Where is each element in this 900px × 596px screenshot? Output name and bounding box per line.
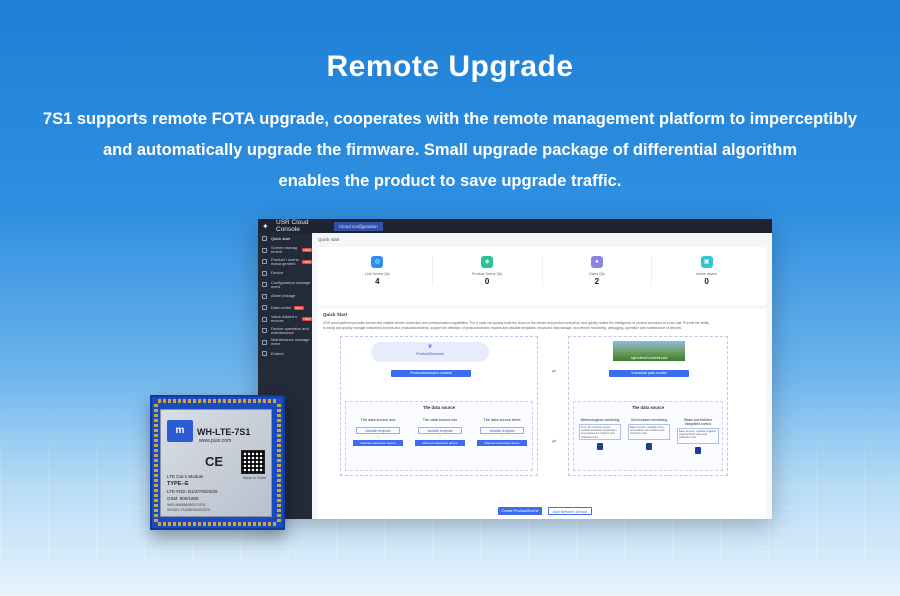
data-source-box: The data source The data source one Vari…: [345, 401, 533, 471]
module-spec: GSM: 900/1800: [167, 496, 199, 501]
data-source-one: The data source one Variable template ↓ …: [350, 418, 406, 466]
data-icon: [262, 305, 267, 311]
arrow-down-icon: ↓: [500, 434, 504, 440]
operation-icon: [262, 328, 267, 334]
hero-description: 7S1 supports remote FOTA upgrade, cooper…: [40, 104, 860, 197]
user-icon: ●: [590, 256, 603, 268]
sidebar-item-alarm-linkage[interactable]: Alarm linkage: [258, 291, 312, 303]
stat-users: ● Users Qty 2: [543, 256, 653, 286]
stats-panel: ◎ Link Device Qty 4 ◈ Product Scene Qty …: [318, 247, 766, 305]
product-flow-diagram: ❦ Product/Scenario Product/scenario mode…: [340, 336, 538, 476]
module-url: www.pusr.com: [199, 438, 232, 444]
agricultural-park-image: Agricultural industrial park: [613, 341, 685, 361]
online-icon: ▣: [700, 256, 713, 268]
made-in-china: Made in China: [243, 476, 267, 480]
module-spec: LTE-FDD: B1/3/7/8/20/28: [167, 489, 218, 494]
new-badge: NEW: [302, 317, 312, 322]
stat-link-device: ◎ Link Device Qty 4: [323, 256, 433, 286]
arrow-down-icon: ↓: [438, 434, 442, 440]
flow-arrow-icon: ⇄: [551, 369, 557, 375]
product-models-button[interactable]: Product/scenario models: [391, 370, 471, 377]
extend-icon: [262, 351, 267, 357]
module-spec: LTE Cat-1 Module: [167, 474, 204, 479]
new-badge: NEW: [293, 305, 304, 310]
quick-start-flow-panel: Quick Start USR cloud platform provides …: [318, 309, 766, 519]
create-product-scene-button[interactable]: Create Product/Scene: [498, 507, 542, 515]
console-app-title: USR Cloud Console: [276, 219, 309, 233]
console-main: Quick start ◎ Link Device Qty 4 ◈ Produc…: [312, 233, 772, 519]
sidebar-item-device-operation[interactable]: Device operation and maintenance: [258, 325, 312, 337]
module-label: m WH-LTE-7S1 www.pusr.com CE LTE Cat-1 M…: [160, 409, 272, 517]
qr-code-icon: [241, 450, 265, 474]
hero-description-line: and automatically upgrade the firmware. …: [102, 141, 798, 159]
hero-description-line: 7S1 supports remote FOTA upgrade, cooper…: [42, 110, 858, 128]
device-icon: [695, 447, 701, 454]
tab-cloud-configuration[interactable]: Cloud configuration: [334, 221, 383, 231]
link-icon: ◎: [371, 256, 384, 268]
data-source-three: The data source three Variable template …: [474, 418, 530, 466]
device-icon: [646, 443, 652, 450]
scene-icon: ◈: [481, 256, 494, 268]
value-added-icon: [262, 316, 267, 322]
config-icon: [262, 282, 267, 288]
usr-logo-icon: ✦: [262, 221, 269, 231]
arrow-down-icon: ↓: [376, 434, 380, 440]
sidebar-item-configuration[interactable]: Configuration manage ment: [258, 279, 312, 291]
data-source-two: The data source two Variable template ↓ …: [412, 418, 468, 466]
stat-product-scene: ◈ Product Scene Qty 0: [433, 256, 543, 286]
cloud-console-screenshot: ✦ USR Cloud Console Cloud configuration …: [258, 219, 772, 519]
console-topbar: ✦ USR Cloud Console Cloud configuration: [258, 219, 772, 233]
meteorological-monitoring: Meteorological monitoring From the machi…: [578, 418, 622, 450]
product-icon: [262, 259, 267, 265]
module-imei: IMEI:868488090017876: [167, 503, 206, 507]
add-network-device-button[interactable]: Add Network Device: [548, 507, 592, 515]
park-data-source-box: The data source Meteorological monitorin…: [573, 401, 723, 471]
device-icon: [597, 443, 603, 450]
hero-description-line: enables the product to save upgrade traf…: [278, 172, 622, 190]
device-icon: [262, 270, 267, 276]
usr-logo-icon: m: [167, 420, 193, 442]
stat-online-device: ▣ online device 0: [652, 256, 761, 286]
quick-start-icon: [262, 236, 267, 242]
screen-icon: [262, 247, 267, 253]
maintenance-icon: [262, 339, 267, 345]
new-badge: NEW: [302, 259, 312, 264]
sidebar-item-extend[interactable]: Extend: [258, 348, 312, 360]
new-badge: NEW: [302, 248, 312, 253]
module-spec: TYPE--E: [167, 481, 189, 487]
ce-mark: CE: [205, 454, 224, 469]
sidebar-item-quick-start[interactable]: Quick start: [258, 233, 312, 245]
module-name: WH-LTE-7S1: [197, 427, 251, 437]
sidebar-item-device[interactable]: Device: [258, 268, 312, 280]
page-title: Remote Upgrade: [326, 50, 574, 83]
product-scenario-card: ❦ Product/Scenario: [371, 342, 489, 362]
park-model-button[interactable]: Industrial park model: [609, 370, 689, 377]
park-flow-diagram: Agricultural industrial park Industrial …: [568, 336, 728, 476]
breadcrumb: Quick start: [318, 237, 340, 242]
wh-lte-7s1-module-photo: m WH-LTE-7S1 www.pusr.com CE LTE Cat-1 M…: [150, 395, 285, 530]
flow-section-title: Quick Start: [323, 312, 348, 317]
water-fertilizer-control: Water and fertilizer integrated control …: [676, 418, 720, 454]
flow-description: USR cloud platform provides secure and r…: [323, 321, 710, 330]
flow-arrow-icon: ⇄: [551, 439, 557, 445]
module-sn: SN:WH-7S1EBG00002876: [167, 508, 211, 512]
soil-moisture-monitoring: Soil moisture monitoring Base sensors, v…: [627, 418, 671, 450]
sidebar-item-maintenance[interactable]: Maintenance manage ment: [258, 337, 312, 349]
alarm-icon: [262, 293, 267, 299]
leaf-icon: ❦: [427, 344, 433, 350]
